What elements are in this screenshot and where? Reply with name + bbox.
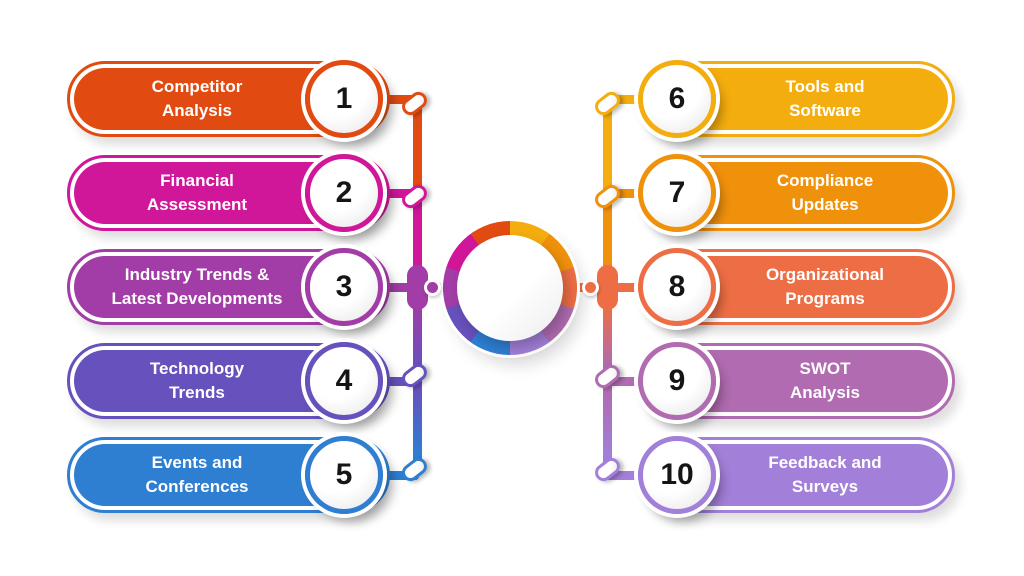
connector-stub <box>378 189 419 198</box>
item-label: Feedback and Surveys <box>768 453 882 496</box>
item-label: Technology Trends <box>149 359 245 402</box>
item-number: 9 <box>668 364 686 397</box>
item-number-badge: 4 <box>305 342 383 420</box>
item-number-badge: 1 <box>305 60 383 138</box>
connector-bean <box>591 88 624 119</box>
item-number-badge: 8 <box>638 248 716 326</box>
item-number: 7 <box>668 176 686 209</box>
item-number: 8 <box>668 270 686 303</box>
connector-stub <box>378 377 419 386</box>
connector-bean <box>398 454 431 485</box>
junction-knob-left <box>424 279 441 296</box>
item-pill: Events and Conferences <box>67 437 390 513</box>
item-label: Compliance Updates <box>776 171 874 214</box>
item-number-badge: 2 <box>305 154 383 232</box>
junction-capsule-left <box>407 265 428 310</box>
item-label: Financial Assessment <box>146 171 248 214</box>
item-label: Competitor Analysis <box>151 77 243 120</box>
item-number-badge: 7 <box>638 154 716 232</box>
item-label: Organizational Programs <box>765 265 885 308</box>
item-number-badge: 6 <box>638 60 716 138</box>
item-label: Events and Conferences <box>145 453 249 496</box>
connector-stub <box>605 377 641 386</box>
connector-bean <box>591 454 624 485</box>
connector-stub <box>378 95 419 104</box>
item-number-badge: 10 <box>638 436 716 514</box>
central-ring-inner <box>457 235 563 341</box>
connector-bean <box>591 361 624 392</box>
item-number: 2 <box>335 176 353 209</box>
item-number-badge: 3 <box>305 248 383 326</box>
item-number: 1 <box>335 82 353 115</box>
item-label: Tools and Software <box>785 77 865 120</box>
junction-knob-right <box>582 279 599 296</box>
item-number-badge: 9 <box>638 342 716 420</box>
junction-capsule-right <box>597 265 618 310</box>
item-label: SWOT Analysis <box>790 359 860 402</box>
connector-stub <box>378 471 419 480</box>
connector-bean <box>398 181 431 212</box>
item-number: 4 <box>335 364 353 397</box>
central-ring <box>443 221 577 355</box>
item-number: 5 <box>335 458 353 491</box>
connector-stub <box>605 95 641 104</box>
item-number: 10 <box>660 458 694 491</box>
connector-stub <box>605 189 641 198</box>
item-number: 3 <box>335 270 353 303</box>
connector-bean <box>398 360 431 391</box>
connector-bean <box>591 181 624 212</box>
item-number: 6 <box>668 82 686 115</box>
item-label: Industry Trends & Latest Developments <box>111 265 283 308</box>
connector-bean <box>398 88 431 119</box>
connector-stub <box>605 471 641 480</box>
item-number-badge: 5 <box>305 436 383 514</box>
